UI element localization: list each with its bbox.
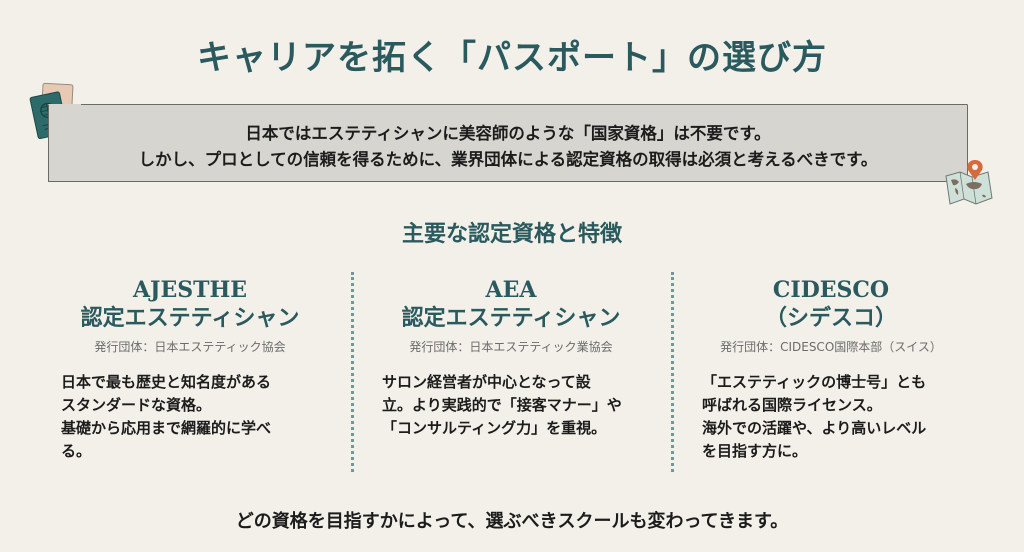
cert-desc: サロン経営者が中心となって設 立。より実践的で「接客マナー」や 「コンサルティン… [382,373,622,437]
cert-org: 発行団体：日本エステティック協会 [94,340,286,354]
cert-name-line2: （シデスコ） [764,305,897,331]
footer-text: どの資格を目指すかによって、選ぶべきスクールも変わってきます。 [235,511,789,532]
intro-text: 日本ではエステティシャンに美容師のような「国家資格」は不要です。 しかし、プロと… [49,121,967,173]
cert-name-line2: 認定エステティシャン [80,305,300,331]
cert-card-aea: AEA 認定エステティシャン 発行団体：日本エステティック業協会 サロン経営者が… [366,276,656,440]
intro-box: 日本ではエステティシャンに美容師のような「国家資格」は不要です。 しかし、プロと… [48,104,968,182]
cert-org: 発行団体：日本エステティック業協会 [409,340,613,354]
intro-box-border [81,104,967,105]
cert-name-line1: AJESTHE [132,277,248,303]
cert-name: AEA 認定エステティシャン [366,276,656,332]
cert-org: 発行団体：CIDESCO国際本部（スイス） [720,340,942,354]
section-title: 主要な認定資格と特徴 [401,221,622,247]
page-title: キャリアを拓く「パスポート」の選び方 [197,38,827,78]
cert-name: CIDESCO （シデスコ） [686,276,976,332]
cert-desc: 「エステティックの博士号」とも 呼ばれる国際ライセンス。 海外での活躍や、より高… [702,373,927,460]
divider-dotted [351,272,354,472]
cert-card-cidesco: CIDESCO （シデスコ） 発行団体：CIDESCO国際本部（スイス） 「エス… [686,276,976,463]
intro-line-2: しかし、プロとしての信頼を得るために、業界団体による認定資格の取得は必須と考える… [138,150,878,169]
cert-name-line2: 認定エステティシャン [401,305,621,331]
cert-desc: 日本で最も歴史と知名度がある スタンダードな資格。 基礎から応用まで網羅的に学べ… [61,373,272,460]
cert-name-line1: AEA [485,277,537,303]
intro-line-1: 日本ではエステティシャンに美容師のような「国家資格」は不要です。 [245,124,771,143]
cert-card-ajesthe: AJESTHE 認定エステティシャン 発行団体：日本エステティック協会 日本で最… [45,276,335,463]
cert-name-line1: CIDESCO [772,277,890,303]
divider-dotted [671,272,674,472]
cert-name: AJESTHE 認定エステティシャン [45,276,335,332]
map-pin-icon [945,160,993,205]
